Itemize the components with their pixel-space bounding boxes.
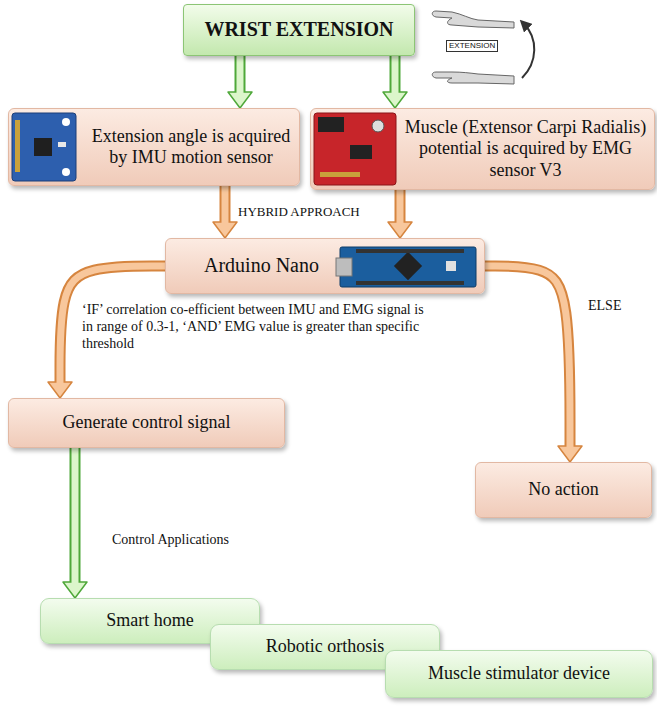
imu-sensor-board (12, 113, 76, 181)
illustration-label: EXTENSION (446, 40, 498, 52)
mount-hole (62, 168, 70, 176)
node-text: Smart home (106, 610, 194, 631)
board (340, 247, 476, 287)
node-text: Muscle stimulator device (428, 663, 610, 684)
label-holder: ELSE (588, 298, 621, 315)
event-box: WRIST EXTENSION (183, 4, 415, 56)
flow-arrow (383, 56, 407, 108)
node-text: WRIST EXTENSION (204, 18, 393, 41)
edge-label: ELSE (588, 298, 621, 315)
flow-arrow (228, 56, 252, 108)
board (314, 113, 396, 185)
mount-hole (62, 118, 70, 126)
arrow-fill (237, 56, 244, 95)
process-box: Muscle (Extensor Carpi Radialis) potenti… (310, 108, 655, 190)
arrow-fill (485, 266, 570, 449)
board (12, 113, 76, 181)
process-box: No action (475, 462, 652, 518)
component (58, 142, 66, 147)
arrow-fill (392, 56, 399, 95)
process-box: Arduino Nano (165, 238, 485, 294)
arrow-outline (485, 266, 570, 446)
arrow-outline (395, 190, 406, 222)
arduino-nano-board (336, 247, 476, 287)
arrow-outline (70, 448, 81, 582)
hand-illustration (432, 11, 534, 84)
arrow-fill (397, 190, 404, 225)
flow-arrow (485, 266, 582, 462)
label-holder: ‘IF’ correlation co-efficient between IM… (82, 302, 427, 352)
chip (394, 252, 422, 280)
hand-extended (432, 11, 514, 28)
arrow-head (213, 222, 237, 238)
node-text: Arduino Nano (204, 254, 319, 277)
edge-label: ‘IF’ correlation co-efficient between IM… (82, 302, 427, 352)
reset-button (446, 261, 456, 271)
chip (350, 145, 372, 159)
usb-port (336, 258, 352, 276)
arrow-outline (390, 56, 401, 92)
label-holder: EXTENSION (446, 40, 498, 52)
pin-header (356, 249, 464, 253)
flow-arrow (388, 190, 412, 238)
node-text: No action (528, 479, 598, 500)
flow-arrow (63, 448, 87, 598)
edge-label: HYBRID APPROACH (238, 204, 360, 220)
label-holder: Control Applications (112, 532, 229, 549)
edge-label: Control Applications (112, 532, 229, 549)
application-box: Muscle stimulator device (385, 650, 653, 698)
label-holder: HYBRID APPROACH (238, 204, 360, 220)
trim-pot (372, 120, 384, 132)
node-text: Extension angle is acquired by IMU motio… (89, 126, 293, 168)
node-text: Generate control signal (63, 412, 231, 433)
pin-header (320, 172, 360, 177)
hand-neutral (432, 72, 514, 84)
arrow-head (48, 382, 72, 398)
arrow-outline (220, 186, 231, 222)
arrow-fill (222, 186, 229, 225)
process-box: Generate control signal (8, 398, 285, 448)
process-box: Extension angle is acquired by IMU motio… (8, 108, 300, 186)
arrow-head (228, 92, 252, 108)
emg-sensor-board (314, 113, 396, 185)
node-text: Robotic orthosis (266, 636, 385, 657)
pin-header (15, 120, 20, 172)
arrow-head (383, 92, 407, 108)
audio-jack (318, 117, 344, 132)
arrow-head (63, 582, 87, 598)
arrow-fill (72, 448, 79, 585)
arrow-head (388, 222, 412, 238)
chip (34, 138, 52, 156)
pin-header (356, 281, 464, 285)
arrow-head (558, 446, 582, 462)
flow-arrow (213, 186, 237, 238)
motion-arrow (522, 24, 534, 78)
node-text: Muscle (Extensor Carpi Radialis) potenti… (403, 117, 648, 180)
arrow-outline (235, 56, 246, 92)
